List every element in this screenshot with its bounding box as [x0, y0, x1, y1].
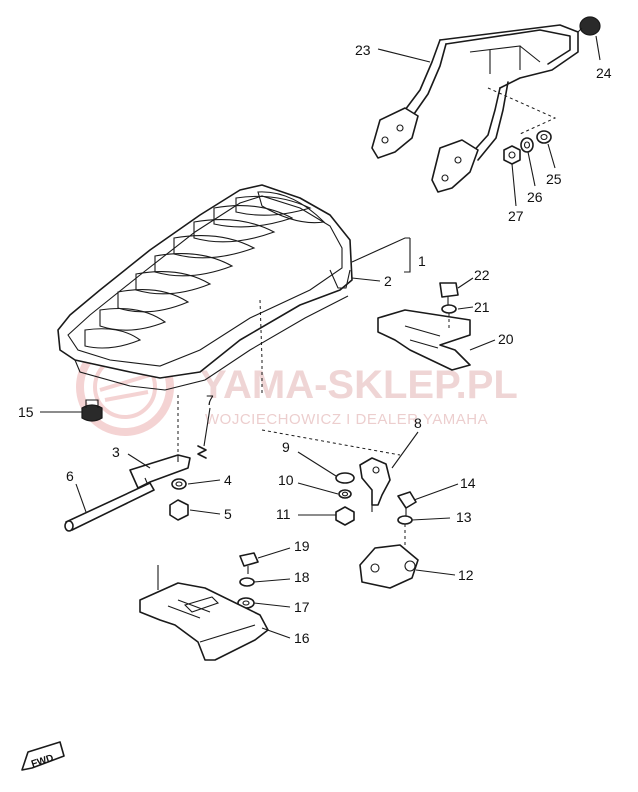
seat-assembly — [57, 184, 353, 391]
callout-6: 6 — [66, 468, 74, 484]
callout-27: 27 — [508, 208, 524, 224]
callout-3: 3 — [112, 444, 120, 460]
watermark-subtitle: WOJCIECHOWICZ I DEALER YAMAHA — [205, 411, 488, 428]
nut-part-5 — [169, 499, 189, 521]
callout-1: 1 — [418, 253, 426, 269]
lock-catch-part — [359, 544, 419, 589]
callout-20: 20 — [498, 331, 514, 347]
callout-19: 19 — [294, 538, 310, 554]
callout-16: 16 — [294, 630, 310, 646]
seat-pleats — [84, 191, 326, 349]
callout-22: 22 — [474, 267, 490, 283]
callout-23: 23 — [355, 42, 371, 58]
nut-part-27 — [503, 145, 521, 165]
callout-4: 4 — [224, 472, 232, 488]
washer-part-4 — [171, 478, 187, 490]
bolt-part-19 — [239, 552, 259, 574]
washer-part-13 — [397, 515, 413, 525]
bolt-part-14 — [397, 491, 417, 516]
callout-12: 12 — [458, 567, 474, 583]
callout-17: 17 — [294, 599, 310, 615]
callout-9: 9 — [282, 439, 290, 455]
callout-labels: 23 24 25 26 27 1 2 22 21 20 15 7 3 6 4 5… — [18, 42, 612, 646]
callout-24: 24 — [596, 65, 612, 81]
rubber-cap-part — [577, 16, 601, 36]
callout-15: 15 — [18, 404, 34, 420]
washer-part-21 — [441, 304, 457, 314]
callout-14: 14 — [460, 475, 476, 491]
shaft-part — [64, 482, 155, 532]
washer-part-26 — [520, 137, 534, 153]
watermark-title: YAMA-SKLEP.PL — [200, 363, 518, 407]
pin-part — [197, 445, 207, 459]
callout-5: 5 — [224, 506, 232, 522]
callout-8: 8 — [414, 415, 422, 431]
callout-10: 10 — [278, 472, 294, 488]
callout-7: 7 — [206, 392, 214, 408]
grab-rail — [371, 24, 579, 193]
nut-part-11 — [335, 506, 355, 526]
callout-leaders — [40, 35, 601, 639]
seat-lock-part — [359, 457, 391, 512]
callout-13: 13 — [456, 509, 472, 525]
bolt-part-22 — [439, 282, 459, 305]
damper-part-15 — [81, 399, 103, 422]
washer-part-9 — [335, 472, 355, 484]
fwd-direction-badge: FWD — [21, 741, 65, 771]
callout-25: 25 — [546, 171, 562, 187]
seat-bracket-part — [377, 309, 471, 371]
callout-26: 26 — [527, 189, 543, 205]
callout-18: 18 — [294, 569, 310, 585]
washer-part-18 — [239, 577, 255, 587]
callout-11: 11 — [276, 506, 291, 522]
watermark: YAMA-SKLEP.PL WOJCIECHOWICZ I DEALER YAM… — [76, 338, 518, 436]
mount-plate-part — [139, 582, 269, 661]
callout-2: 2 — [384, 273, 392, 289]
callout-21: 21 — [474, 299, 490, 315]
washer-part-10 — [338, 489, 352, 499]
washer-part-25 — [536, 130, 552, 144]
